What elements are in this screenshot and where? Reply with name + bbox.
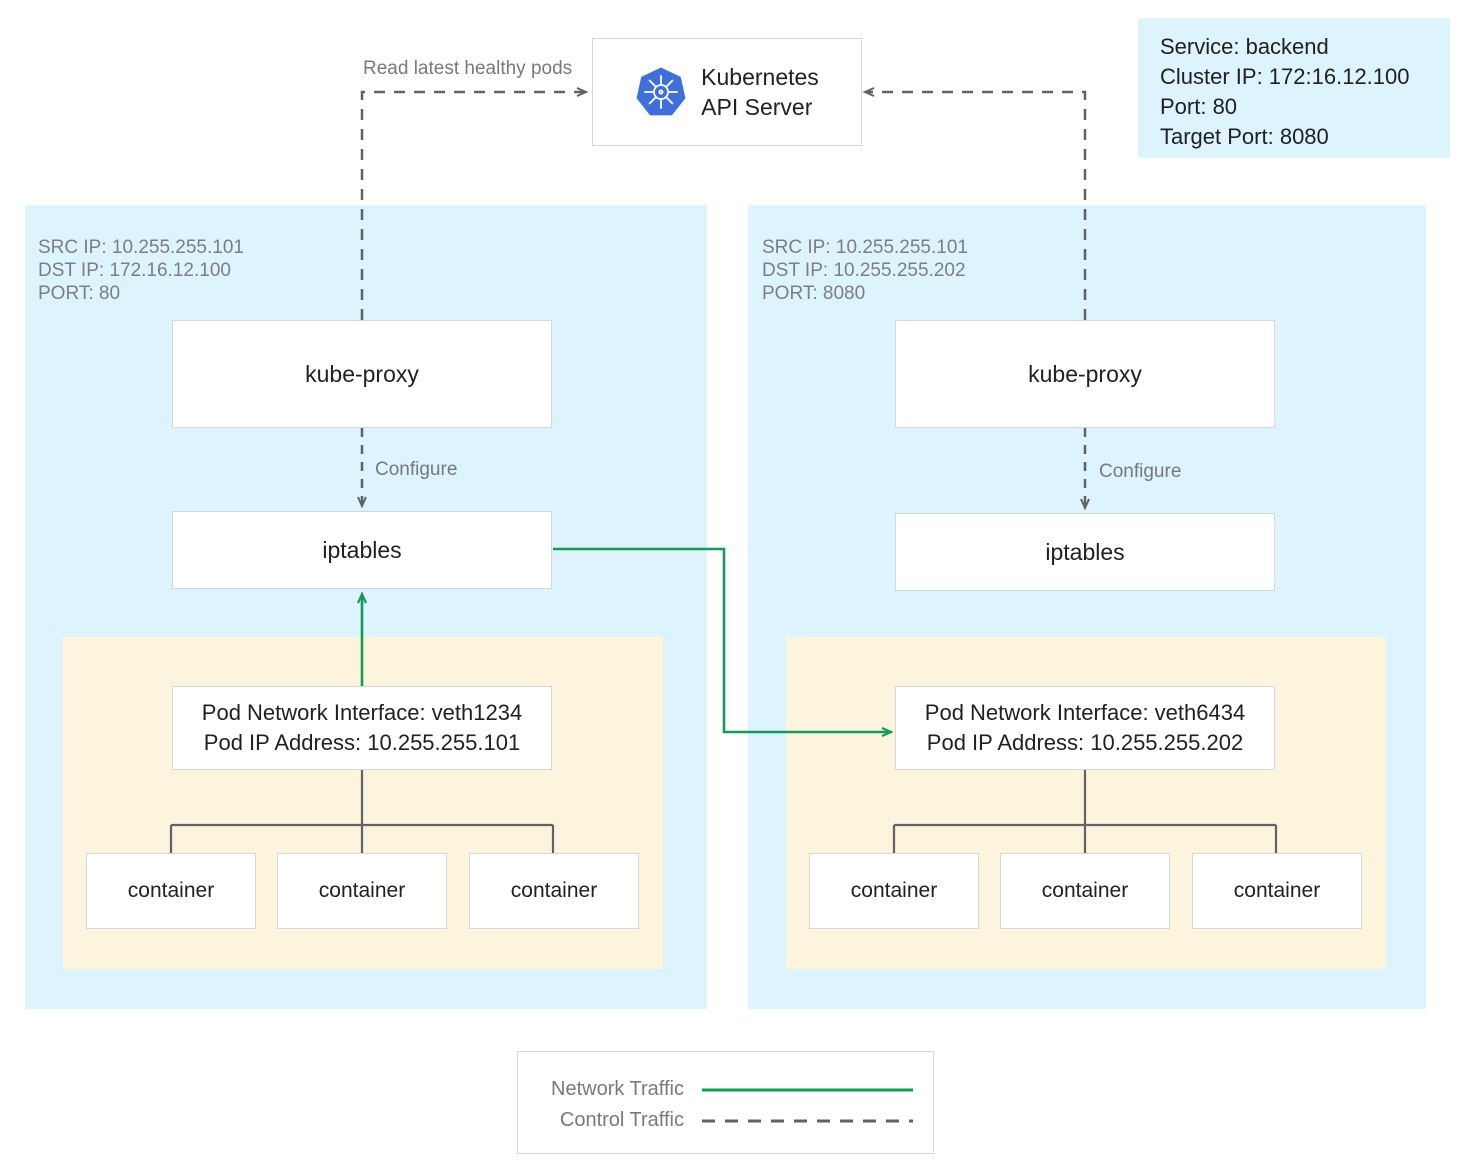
kubernetes-api-server-box[interactable]: Kubernetes API Server: [592, 38, 862, 146]
node-right-pod-interface-box[interactable]: Pod Network Interface: veth6434 Pod IP A…: [895, 686, 1275, 770]
service-info-box: Service: backend Cluster IP: 172:16.12.1…: [1138, 18, 1450, 158]
configure-label-right: Configure: [1099, 461, 1182, 482]
node-left-container-3[interactable]: container: [469, 853, 639, 929]
legend-swatch-solid: [702, 1088, 913, 1091]
read-latest-healthy-pods-label: Read latest healthy pods: [363, 58, 573, 79]
node-right-meta: SRC IP: 10.255.255.101 DST IP: 10.255.25…: [762, 237, 968, 304]
kubernetes-logo-icon: [635, 66, 687, 118]
legend-box: Network Traffic Control Traffic: [517, 1051, 934, 1154]
pod-left-interface-text: Pod Network Interface: veth1234 Pod IP A…: [201, 700, 523, 755]
api-server-label: Kubernetes API Server: [701, 64, 819, 120]
legend-label-network-traffic: Network Traffic: [551, 1078, 684, 1100]
node-left-kube-proxy-box[interactable]: kube-proxy: [172, 320, 552, 428]
node-left-container-2[interactable]: container: [277, 853, 447, 929]
legend-label-control-traffic: Control Traffic: [559, 1109, 684, 1131]
legend-item-network-traffic: Network Traffic: [536, 1078, 913, 1101]
configure-label-left: Configure: [375, 459, 458, 480]
node-left-meta: SRC IP: 10.255.255.101 DST IP: 172.16.12…: [38, 237, 244, 304]
node-right-kube-proxy-box[interactable]: kube-proxy: [895, 320, 1275, 428]
pod-right-interface-text: Pod Network Interface: veth6434 Pod IP A…: [924, 700, 1246, 755]
legend-item-control-traffic: Control Traffic: [536, 1109, 913, 1132]
node-left-pod-interface-box[interactable]: Pod Network Interface: veth1234 Pod IP A…: [172, 686, 552, 770]
node-left-iptables-box[interactable]: iptables: [172, 511, 552, 589]
legend-swatch-dashed: [702, 1119, 913, 1122]
node-right-container-3[interactable]: container: [1192, 853, 1362, 929]
node-right-iptables-box[interactable]: iptables: [895, 513, 1275, 591]
node-right-container-1[interactable]: container: [809, 853, 979, 929]
node-left-container-1[interactable]: container: [86, 853, 256, 929]
node-right-container-2[interactable]: container: [1000, 853, 1170, 929]
